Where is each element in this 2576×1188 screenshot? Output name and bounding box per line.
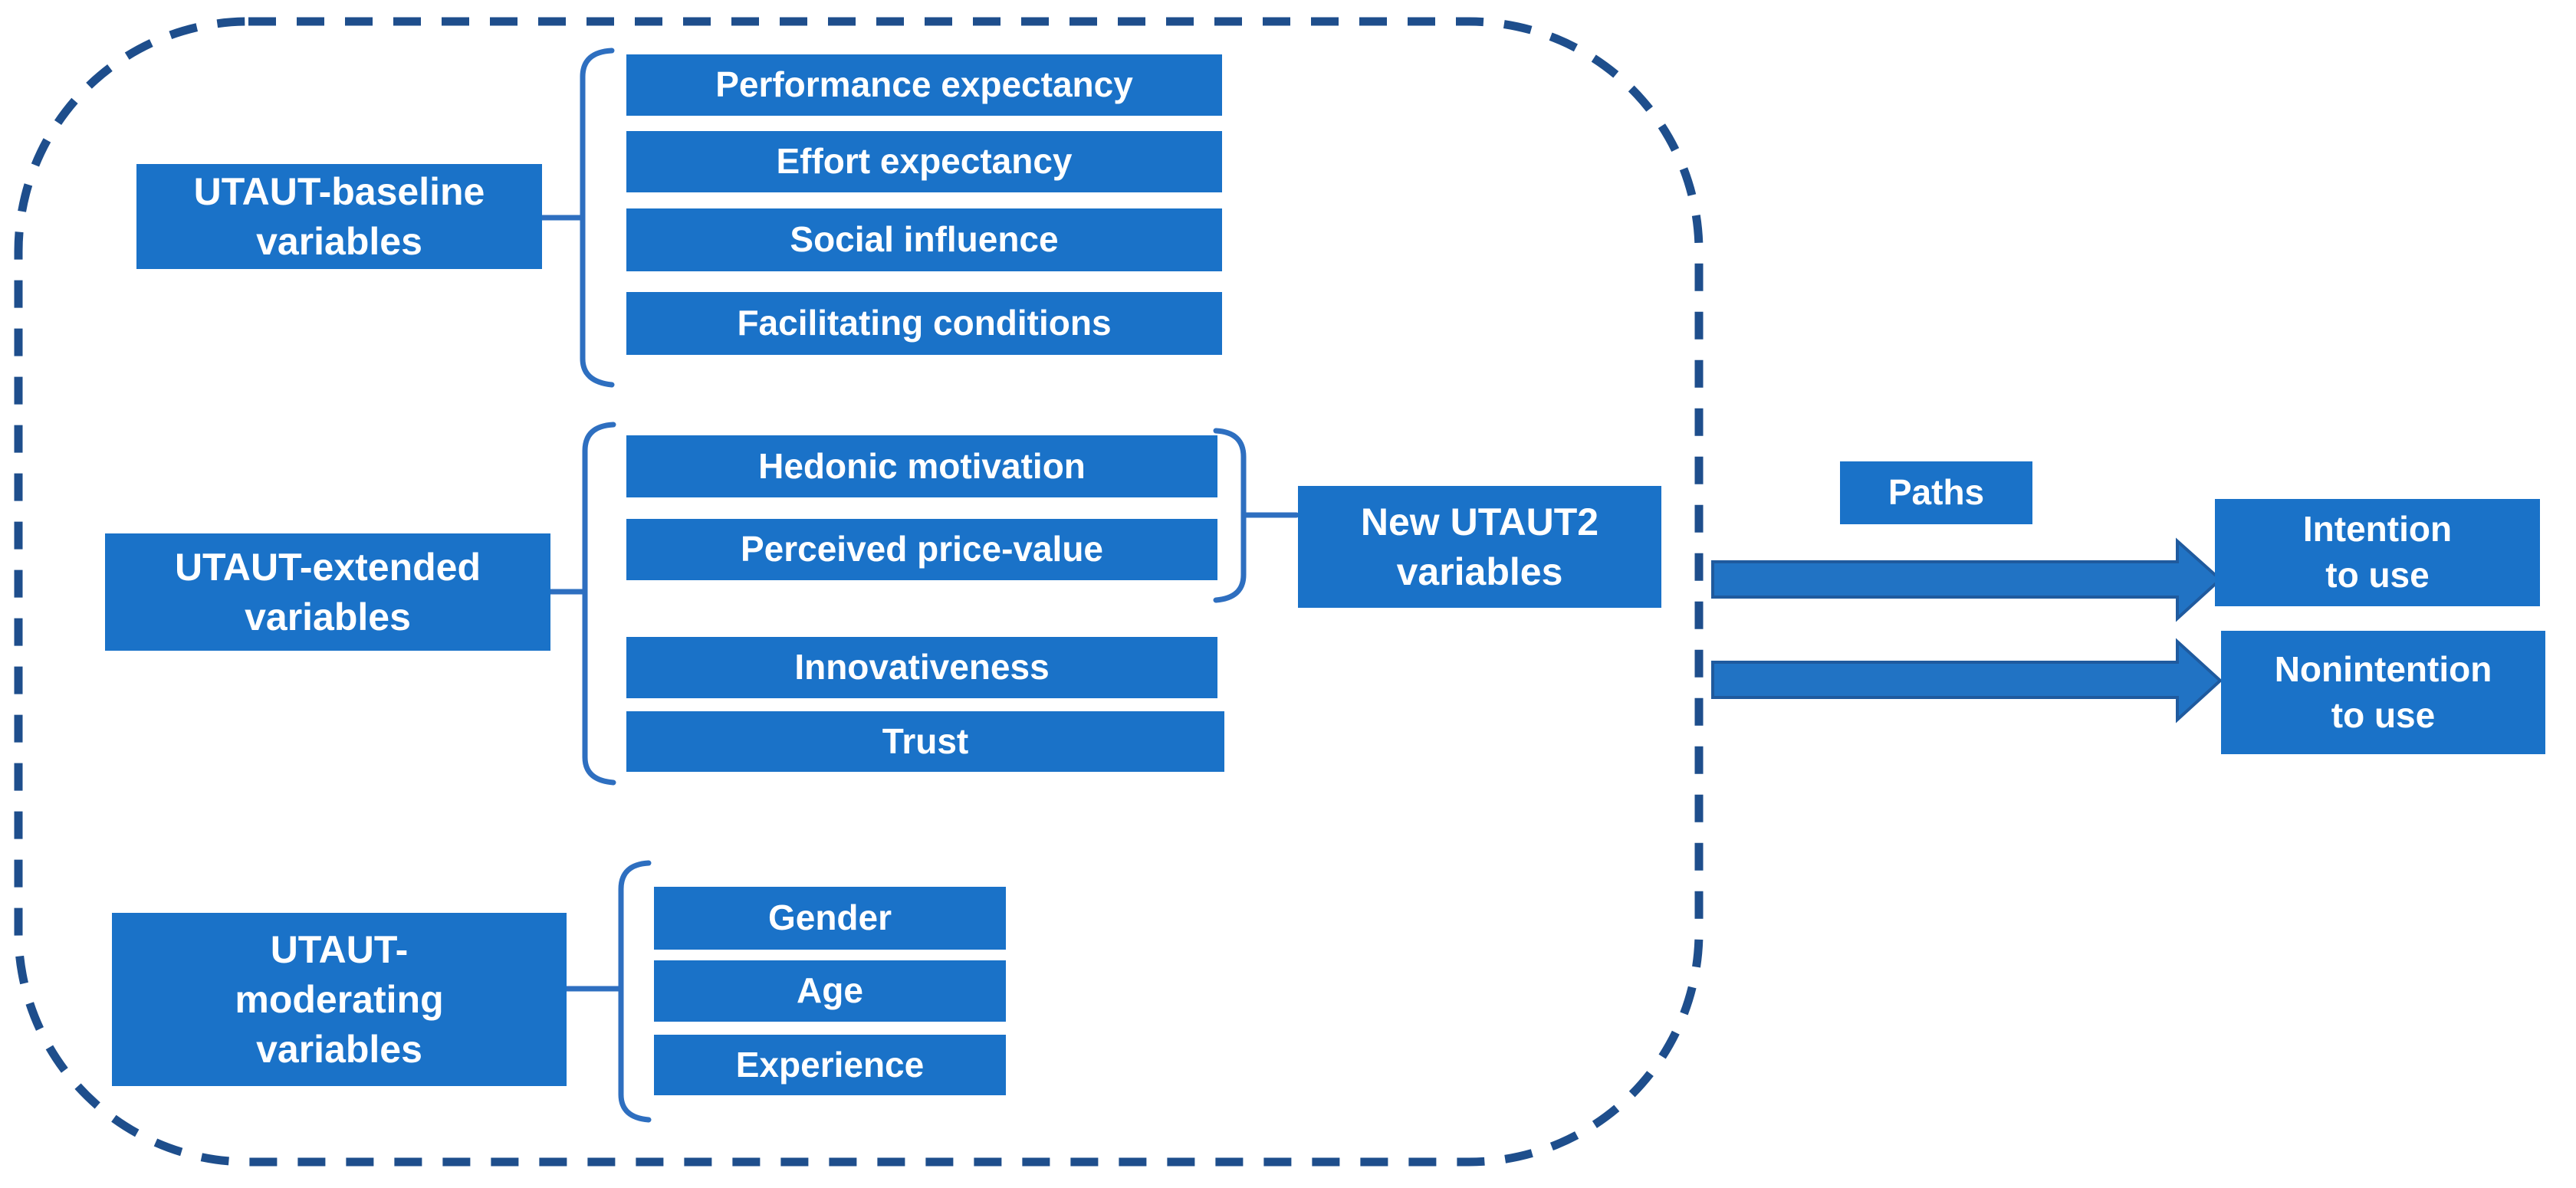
- node-utaut-moderating-variables-label: UTAUT- moderating variables: [235, 927, 444, 1071]
- bracket-extended: [582, 422, 616, 786]
- bracket-baseline: [580, 48, 615, 388]
- node-utaut-extended-variables-label: UTAUT-extended variables: [174, 545, 481, 638]
- node-hedonic-motivation-label: Hedonic motivation: [758, 445, 1086, 486]
- node-experience-label: Experience: [735, 1044, 925, 1085]
- node-new-utaut2-variables-label: New UTAUT2 variables: [1360, 500, 1599, 593]
- node-facilitating-conditions-label: Facilitating conditions: [737, 303, 1112, 343]
- node-effort-expectancy: Effort expectancy: [626, 131, 1222, 192]
- node-effort-expectancy-label: Effort expectancy: [776, 141, 1073, 182]
- node-utaut-extended-variables: UTAUT-extended variables: [105, 533, 550, 651]
- node-social-influence: Social influence: [626, 208, 1222, 271]
- node-intention-to-use: Intention to use: [2215, 499, 2540, 606]
- node-paths: Paths: [1840, 461, 2032, 524]
- node-perceived-price-value: Perceived price-value: [626, 519, 1217, 580]
- bracket-moderating: [618, 860, 652, 1123]
- node-nonintention-to-use-label: Nonintention to use: [2274, 648, 2492, 735]
- node-performance-expectancy-label: Performance expectancy: [715, 64, 1133, 105]
- node-innovativeness: Innovativeness: [626, 637, 1217, 698]
- node-age: Age: [654, 960, 1006, 1022]
- node-experience: Experience: [654, 1035, 1006, 1095]
- node-gender: Gender: [654, 887, 1006, 950]
- node-utaut-moderating-variables: UTAUT- moderating variables: [112, 913, 567, 1086]
- node-innovativeness-label: Innovativeness: [794, 647, 1050, 688]
- node-performance-expectancy: Performance expectancy: [626, 54, 1222, 116]
- node-age-label: Age: [797, 970, 863, 1011]
- bracket-new-utaut2: [1213, 428, 1247, 603]
- node-utaut-baseline-variables-label: UTAUT-baseline variables: [193, 169, 485, 263]
- node-new-utaut2-variables: New UTAUT2 variables: [1298, 486, 1661, 608]
- node-intention-to-use-label: Intention to use: [2302, 509, 2453, 595]
- node-gender-label: Gender: [767, 898, 892, 938]
- node-hedonic-motivation: Hedonic motivation: [626, 435, 1217, 497]
- arrow-to-intention: [1711, 537, 2223, 622]
- node-utaut-baseline-variables: UTAUT-baseline variables: [136, 164, 542, 269]
- node-perceived-price-value-label: Perceived price-value: [740, 529, 1104, 569]
- arrow-to-nonintention: [1711, 638, 2223, 724]
- node-social-influence-label: Social influence: [790, 219, 1059, 260]
- node-trust-label: Trust: [882, 720, 969, 761]
- node-facilitating-conditions: Facilitating conditions: [626, 292, 1222, 355]
- node-nonintention-to-use: Nonintention to use: [2221, 631, 2545, 754]
- node-paths-label: Paths: [1888, 472, 1985, 513]
- dashed-boundary: [14, 17, 1704, 1167]
- node-trust: Trust: [626, 711, 1224, 772]
